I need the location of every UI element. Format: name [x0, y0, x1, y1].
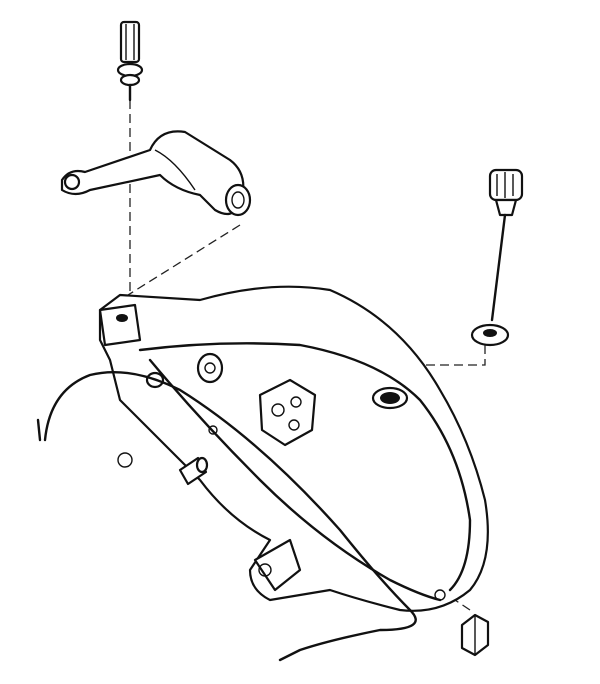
release-lever — [60, 130, 252, 217]
dipstick — [470, 168, 524, 347]
adjuster-bolt — [116, 20, 144, 102]
gasket — [36, 370, 417, 662]
dowel-pin — [178, 456, 209, 486]
gearbox-housing — [98, 285, 489, 612]
drain-plug — [460, 613, 490, 657]
